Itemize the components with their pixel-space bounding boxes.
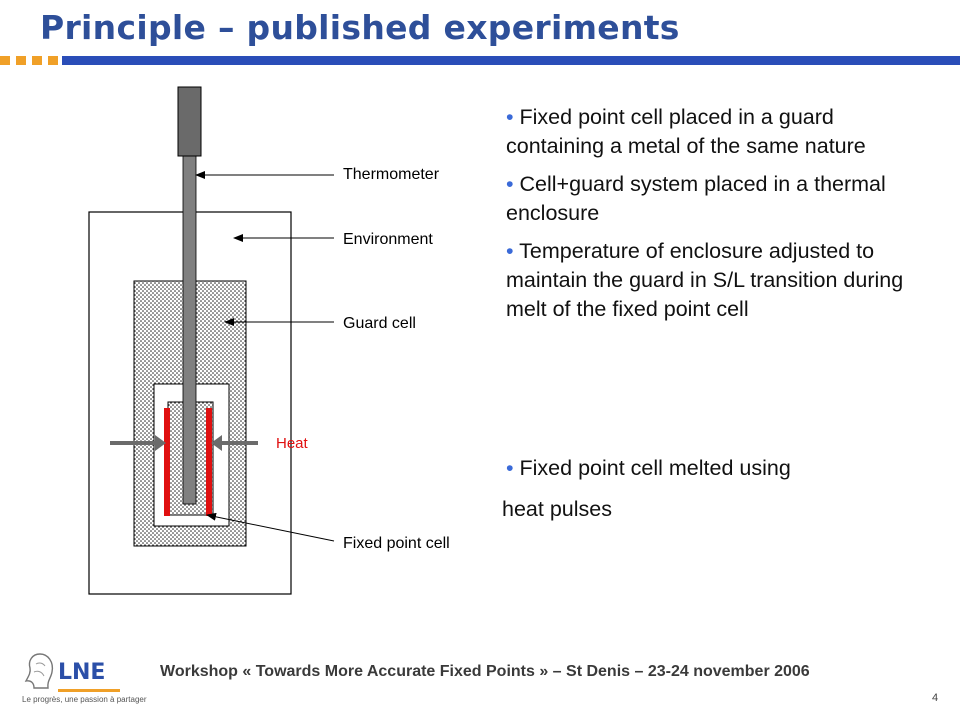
bullet-continuation: heat pulses (502, 497, 612, 521)
bullet-list: • Fixed point cell placed in a guard con… (506, 103, 906, 333)
bullet-text: Fixed point cell placed in a guard conta… (506, 105, 866, 158)
bullet-text: Temperature of enclosure adjusted to mai… (506, 239, 904, 321)
guard-cell-label: Guard cell (343, 315, 416, 332)
slide-title: Principle – published experiments (40, 8, 680, 47)
heat-arrow-left (110, 435, 166, 451)
bullet-item: • Temperature of enclosure adjusted to m… (506, 237, 906, 324)
heater-right (206, 408, 212, 516)
fixed-point-cell-label: Fixed point cell (343, 535, 450, 552)
accent-square (48, 56, 58, 65)
page-number: 4 (932, 692, 939, 704)
bullet-item: • Cell+guard system placed in a thermal … (506, 170, 906, 228)
accent-square (0, 56, 10, 65)
bullet-dot: • (506, 239, 520, 263)
heat-arrow-right (211, 435, 258, 451)
bullet-text: Cell+guard system placed in a thermal en… (506, 172, 886, 225)
logo-tagline: Le progrès, une passion à partager (22, 695, 147, 704)
heat-label: Heat (276, 435, 309, 452)
thermometer-head (177, 86, 202, 157)
heater-left (164, 408, 170, 516)
thermometer-label: Thermometer (343, 166, 440, 183)
environment-label: Environment (343, 231, 433, 248)
marianne-logo-icon (24, 653, 54, 689)
bullet-dot: • (506, 172, 520, 196)
fixed-point-cell-pointer (206, 512, 335, 542)
thermometer-stem (182, 153, 197, 505)
accent-square (16, 56, 26, 65)
footer-text: Workshop « Towards More Accurate Fixed P… (160, 663, 810, 680)
title-underline (62, 56, 960, 65)
bullet-text: Fixed point cell melted using (519, 456, 791, 480)
logo-lne: LNE (58, 660, 106, 685)
bullet-dot: • (506, 105, 520, 129)
bullet-dot: • (506, 456, 520, 480)
bullet-item: • Fixed point cell placed in a guard con… (506, 103, 906, 161)
accent-square (32, 56, 42, 65)
logo-underline (58, 689, 120, 692)
bullet-item: • Fixed point cell melted using (506, 456, 791, 481)
